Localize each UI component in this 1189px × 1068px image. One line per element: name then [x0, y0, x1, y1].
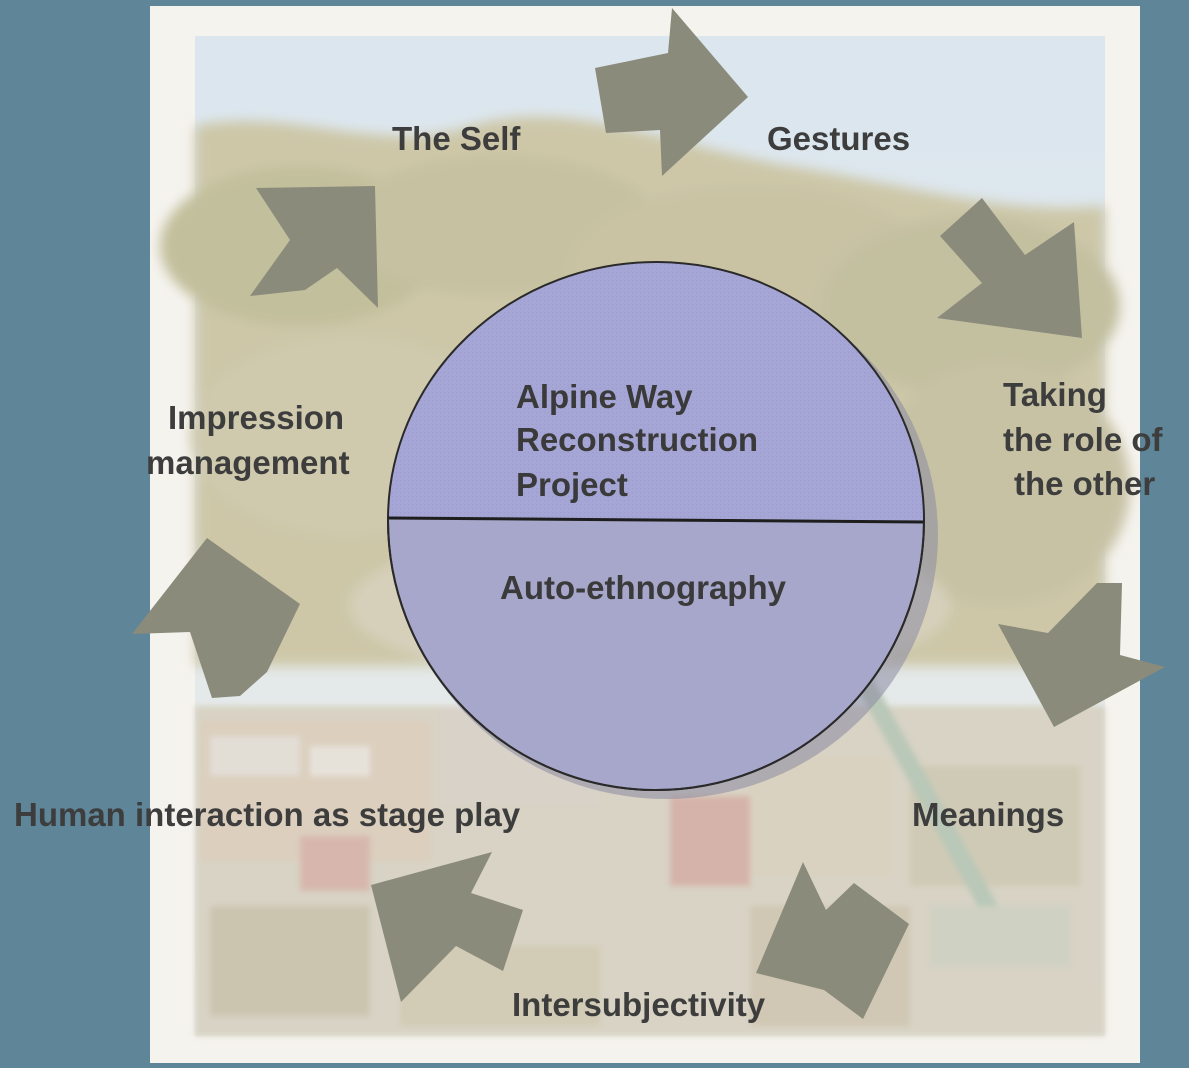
auto-ethnography-label: Auto-ethnography — [500, 569, 786, 606]
arrow-to-impression-icon — [132, 538, 300, 698]
label-taking-line-1: Taking — [1003, 376, 1107, 413]
center-circle — [386, 261, 938, 799]
circle-upper-half — [386, 261, 926, 524]
arrow-to-stage-play-icon — [371, 852, 523, 1002]
arrow-to-gestures-icon — [595, 8, 748, 176]
label-taking-line-3: the other — [1014, 465, 1156, 502]
project-title-line-1: Alpine Way — [516, 378, 693, 415]
arrow-to-meanings-icon — [998, 583, 1165, 727]
circle-lower-half — [386, 516, 926, 791]
label-meanings: Meanings — [912, 796, 1065, 833]
label-impression-line-2: management — [146, 444, 350, 481]
project-title-line-2: Reconstruction — [516, 421, 759, 458]
label-intersubjectivity: Intersubjectivity — [512, 986, 766, 1023]
arrow-to-self-icon — [250, 186, 378, 308]
label-gestures: Gestures — [767, 120, 911, 157]
arrow-to-intersubjectivity-icon — [756, 862, 909, 1019]
label-impression-line-1: Impression — [168, 399, 345, 436]
label-stage-play: Human interaction as stage play — [14, 796, 521, 833]
project-title-line-3: Project — [516, 466, 628, 503]
label-the-self: The Self — [392, 120, 521, 157]
arrow-to-taking-role-icon — [937, 198, 1082, 338]
label-taking-line-2: the role of — [1003, 421, 1163, 458]
